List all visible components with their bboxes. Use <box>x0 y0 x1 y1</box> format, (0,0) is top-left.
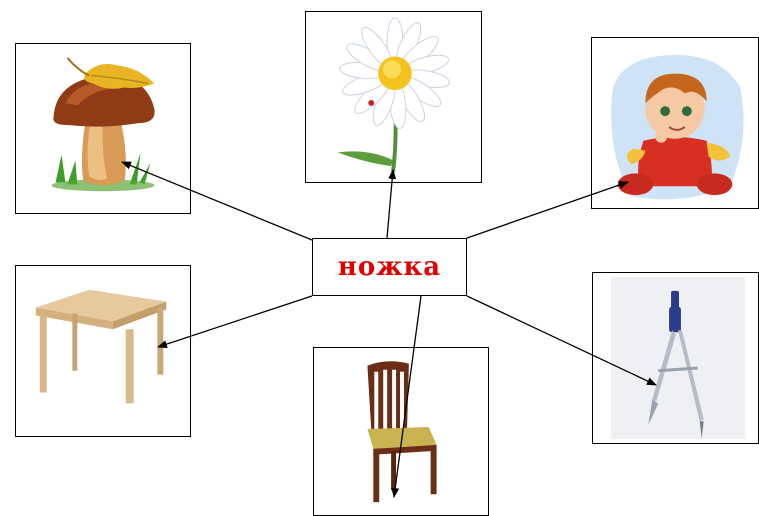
daisy-picture-frame <box>305 11 482 183</box>
daisy-flower-icon <box>337 17 451 173</box>
baby-child-icon <box>611 55 744 200</box>
mushroom-icon <box>51 57 155 192</box>
child-picture-frame <box>591 37 759 209</box>
compass-picture-frame <box>592 272 759 444</box>
chair-picture-frame <box>313 347 489 516</box>
center-word: ножка <box>337 252 442 282</box>
table-picture-frame <box>15 265 191 437</box>
center-word-box: ножка <box>312 238 467 296</box>
drawing-compass-icon <box>610 276 746 440</box>
wooden-table-icon <box>35 289 167 404</box>
mushroom-picture-frame <box>15 43 191 214</box>
wooden-chair-icon <box>367 361 437 503</box>
